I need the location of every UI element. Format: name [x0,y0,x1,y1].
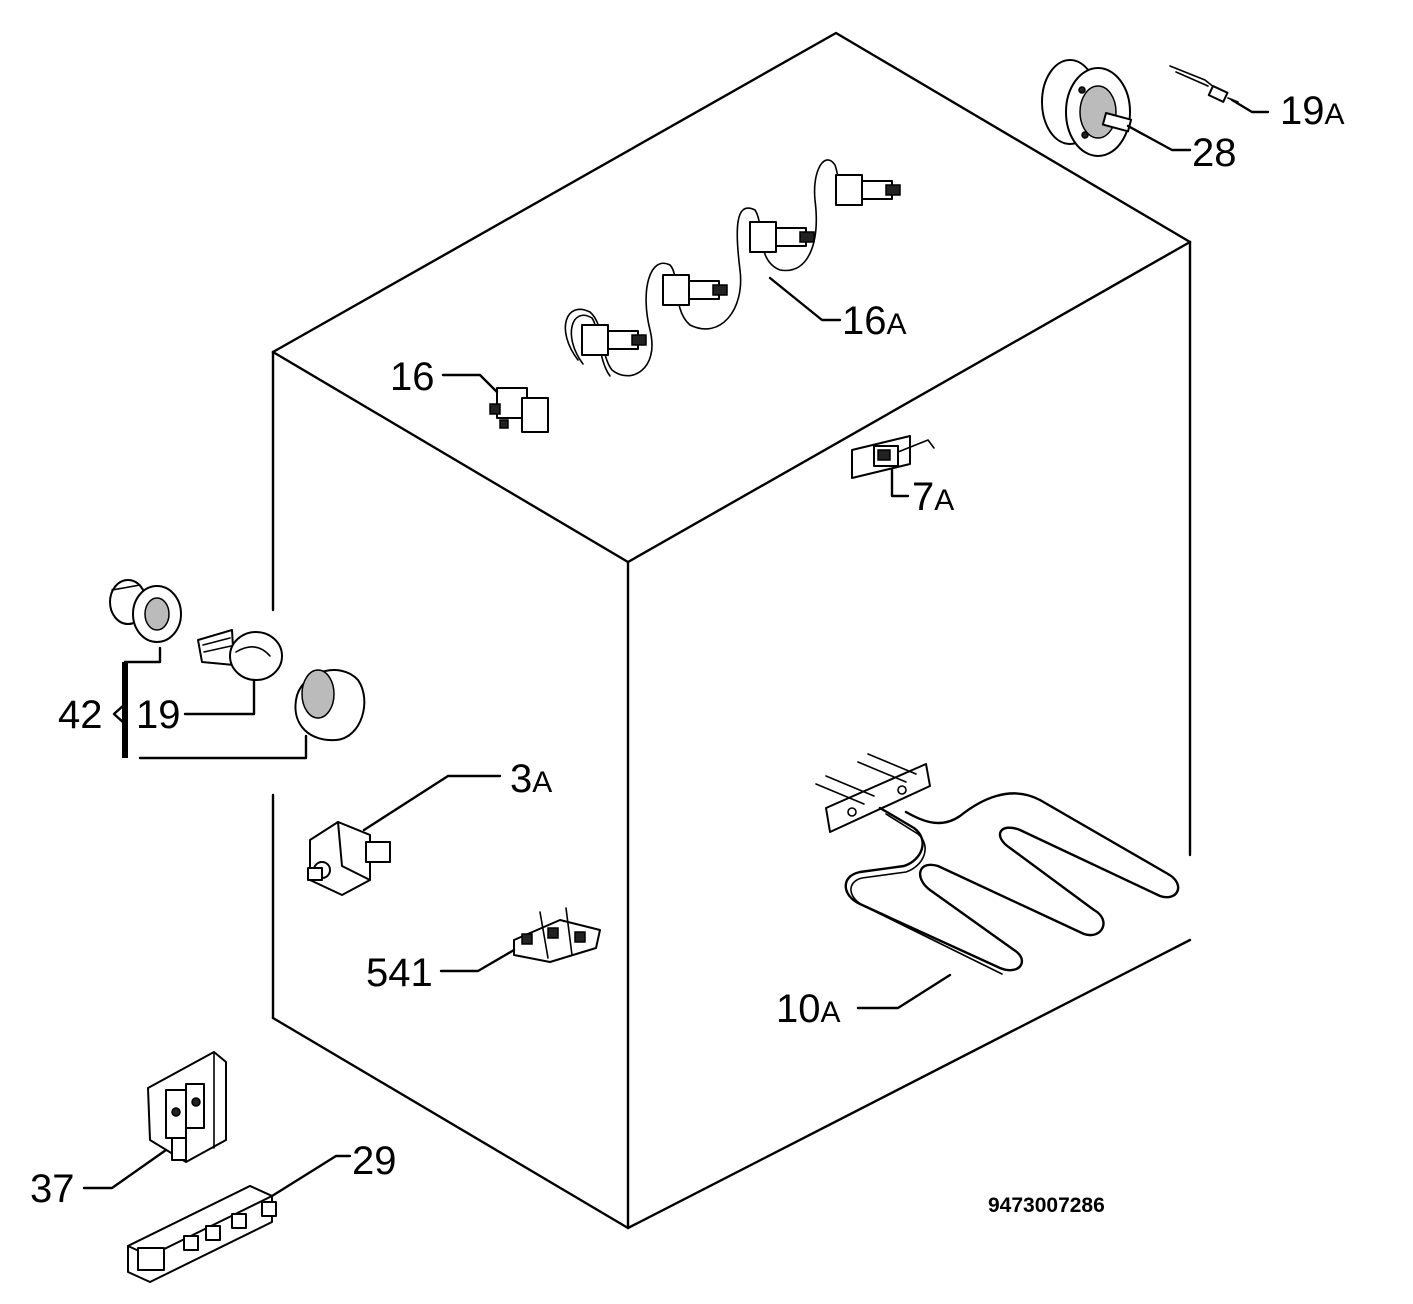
lamp-cover-part [294,669,366,742]
part-labels: 19A 28 16A 16 7A 42 19 3A 541 10A 37 29 … [30,89,1345,1217]
microswitch-part-7a [851,435,935,479]
label-541: 541 [366,951,433,995]
sensor-part-19a [1169,65,1239,103]
label-29: 29 [352,1139,397,1183]
cabinet-outline [271,31,1192,1230]
label-42: 42 [58,693,103,737]
label-7a: 7A [912,475,954,519]
drawing-code: 9473007286 [988,1194,1105,1217]
label-3a: 3A [510,757,552,801]
motor-part-28 [1041,59,1133,157]
terminal-part-541 [513,907,601,963]
cutout-part-37 [147,1051,227,1163]
label-16a: 16A [842,299,907,343]
lamp-bulb-part-19 [197,629,283,681]
switch-part-16 [489,387,549,433]
heating-element-part-10a [815,753,1180,975]
label-10a: 10A [776,987,841,1031]
lamp-holder-part-42 [109,579,182,643]
leader-lines [82,98,1270,1198]
ignition-unit-part-29 [127,1185,277,1283]
label-37: 37 [30,1167,75,1211]
switch-part-3a [307,821,391,896]
switch-chain-part-16a [564,159,901,377]
label-19a: 19A [1280,89,1345,133]
label-28: 28 [1192,131,1237,175]
label-19: 19 [136,693,181,737]
label-16: 16 [390,355,435,399]
bracket-part-42 [112,662,128,758]
